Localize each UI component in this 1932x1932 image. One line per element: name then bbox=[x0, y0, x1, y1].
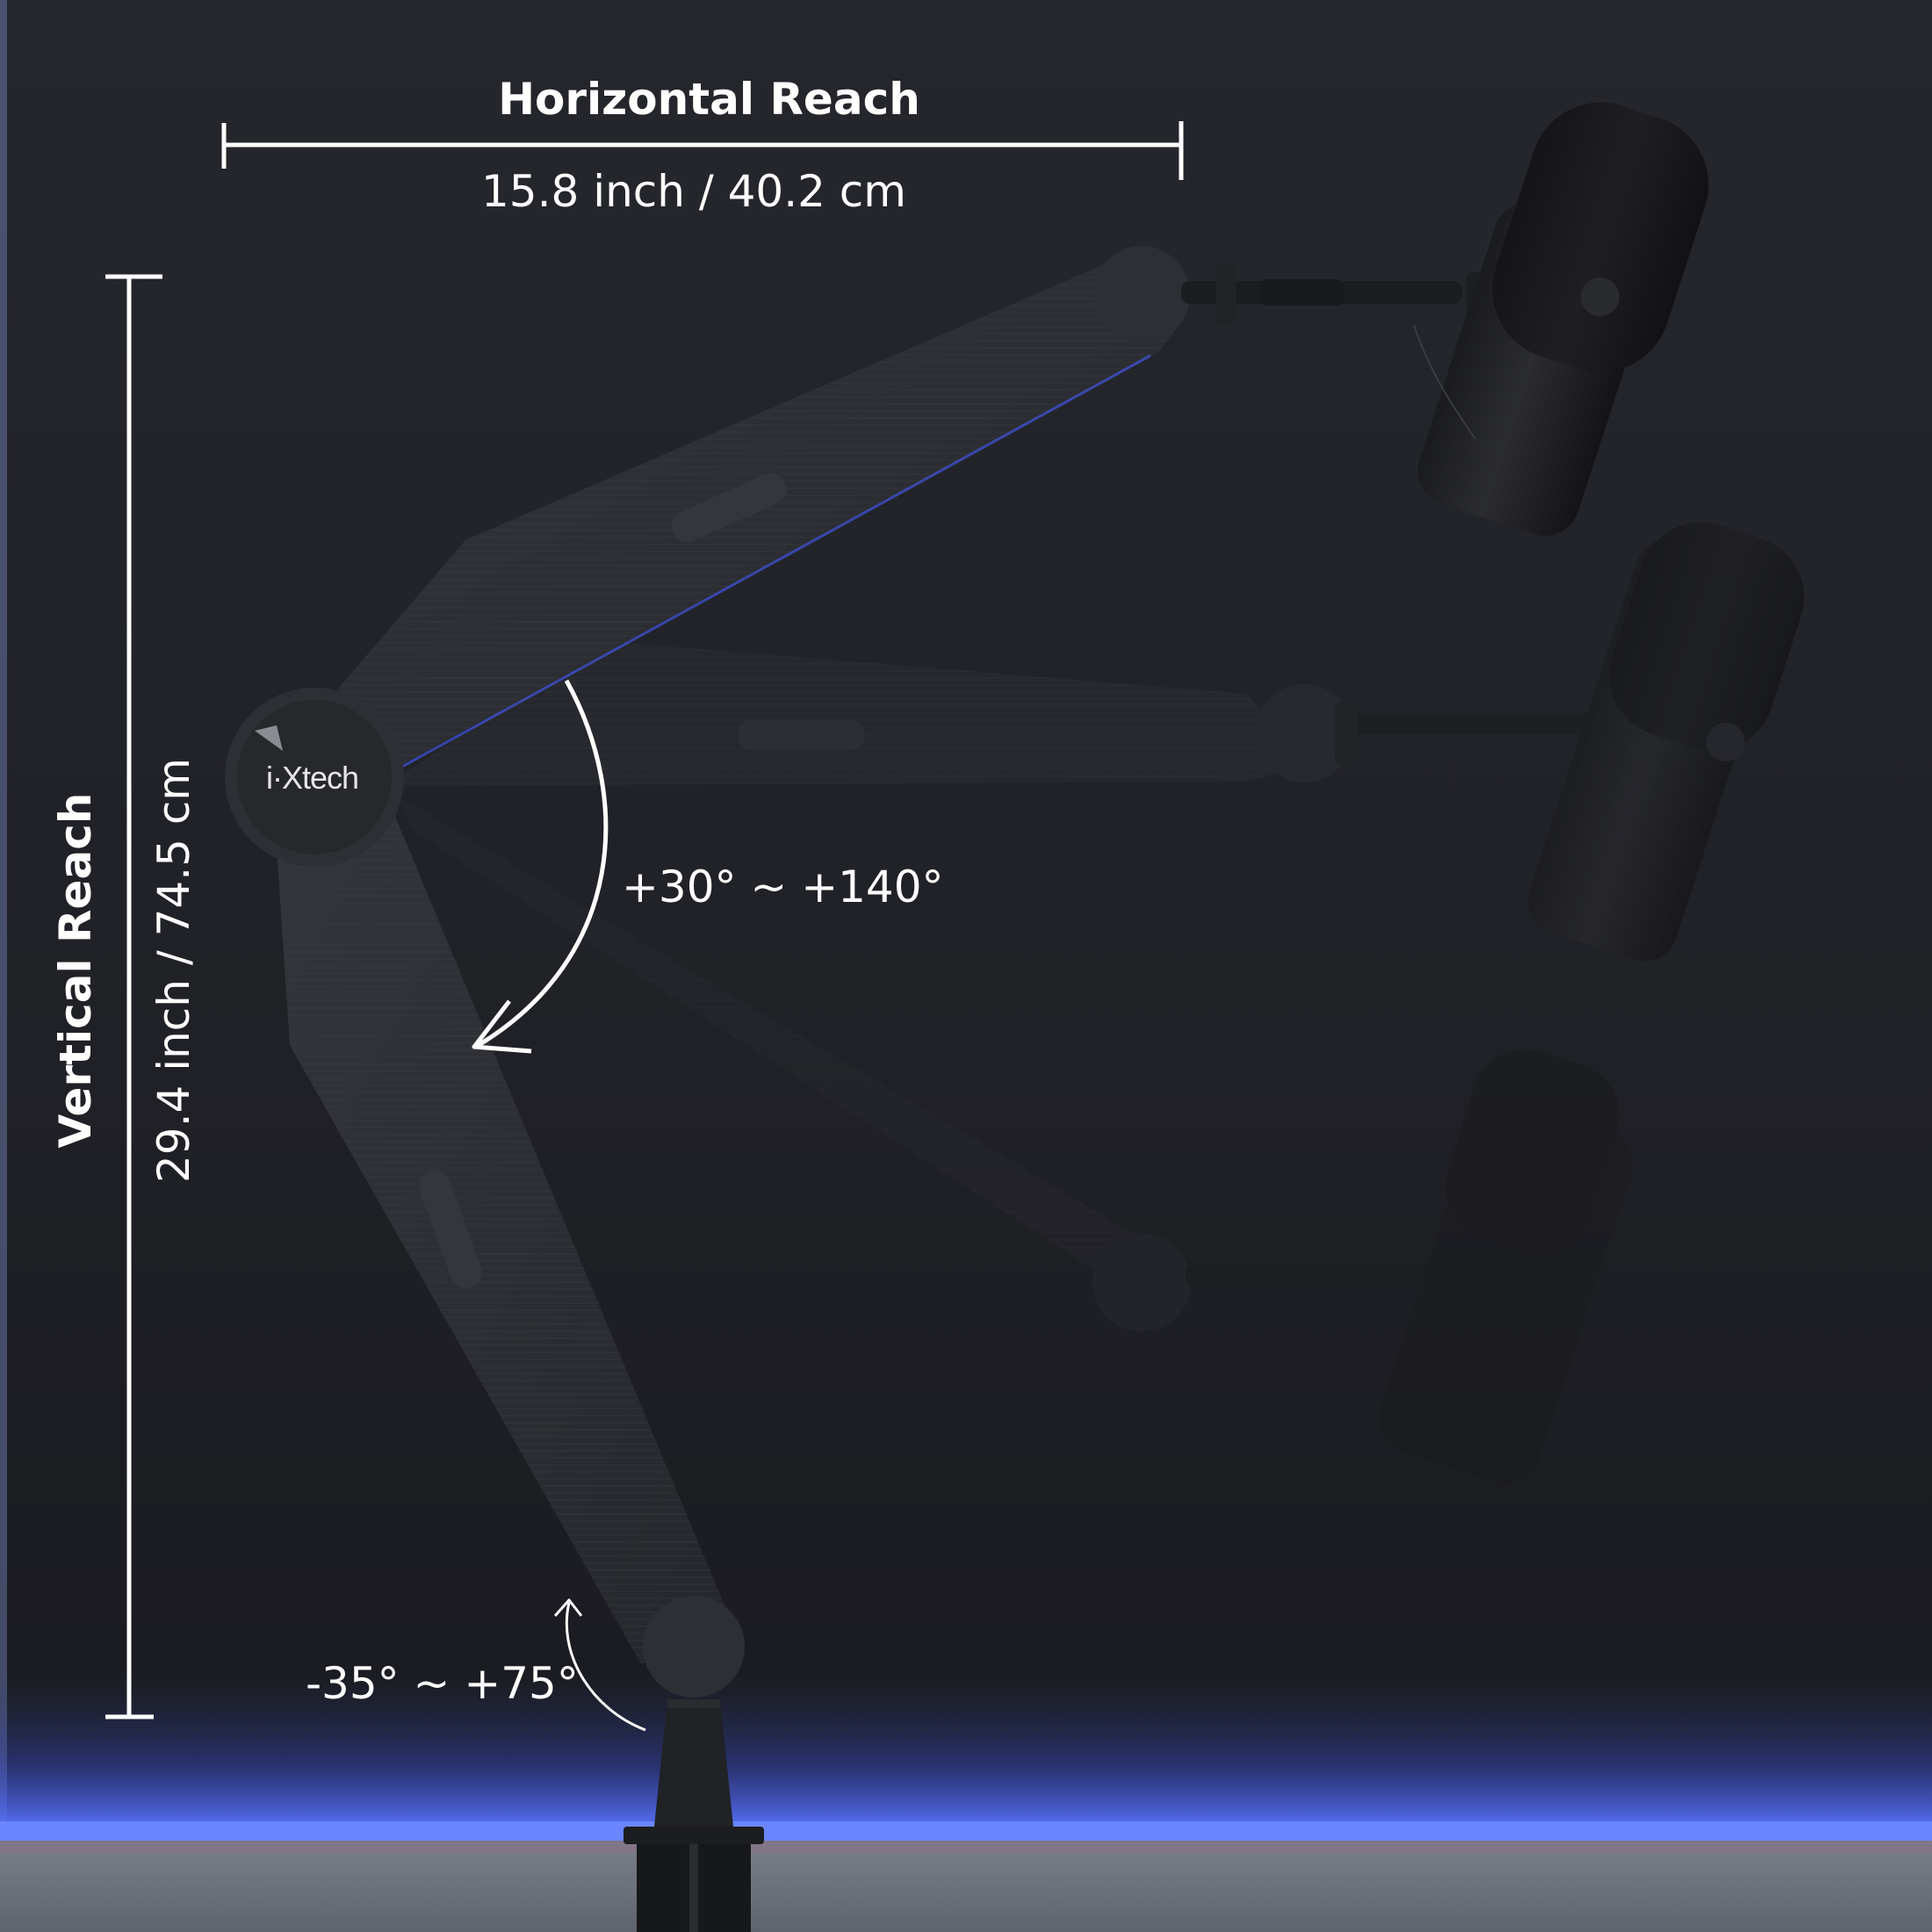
vertical-reach-value: 29.4 inch / 74.5 cm bbox=[148, 757, 199, 1184]
upper-angle-label: +30° ~ +140° bbox=[622, 861, 944, 912]
curved-arrow-down-icon bbox=[472, 679, 609, 1054]
vertical-reach-title: Vertical Reach bbox=[50, 792, 101, 1149]
led-glow bbox=[0, 1669, 1932, 1827]
main-arm-upper bbox=[334, 263, 1186, 775]
horizontal-reach-title: Horizontal Reach bbox=[498, 74, 920, 125]
base-mount bbox=[624, 1596, 764, 1932]
led-strip bbox=[0, 1821, 1932, 1841]
horizontal-reach-value: 15.8 inch / 40.2 cm bbox=[480, 166, 907, 217]
ghost-arm-middle bbox=[404, 522, 1805, 962]
top-joint bbox=[1093, 246, 1190, 342]
horizontal-dimension-line bbox=[221, 121, 1184, 180]
vertical-dimension-line bbox=[105, 274, 162, 1719]
desk bbox=[0, 1841, 1932, 1932]
brand-logo: i·Xtech bbox=[266, 760, 359, 796]
main-arm-lower bbox=[277, 817, 729, 1664]
base-angle-label: -35° ~ +75° bbox=[306, 1658, 579, 1709]
curved-arrow-up-icon bbox=[553, 1598, 646, 1732]
center-joint bbox=[225, 688, 404, 867]
top-microphone bbox=[1181, 102, 1709, 537]
